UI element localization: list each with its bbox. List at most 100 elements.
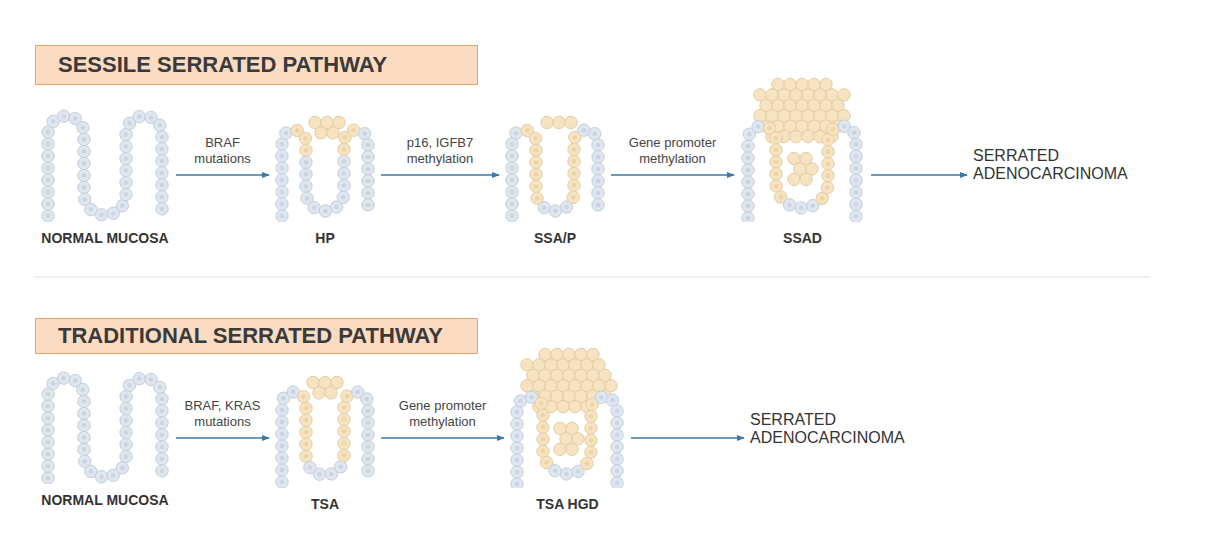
cell-nucleus [510, 190, 514, 194]
epithelial-cell [334, 461, 346, 473]
epithelial-cell [362, 175, 374, 187]
epithelial-cell [120, 188, 132, 200]
epithelial-cell [549, 465, 561, 477]
cell-nucleus [304, 418, 308, 422]
epithelial-cell [611, 417, 623, 429]
epithelial-cell [742, 164, 754, 176]
cell-nucleus [124, 394, 128, 398]
cell-nucleus [515, 458, 519, 462]
epithelial-cell [156, 155, 168, 167]
progression-arrow [611, 174, 734, 175]
epithelial-cell [120, 140, 132, 152]
epithelial-cell [362, 465, 374, 477]
dysplastic-cell [821, 181, 833, 193]
cell-nucleus [46, 452, 50, 456]
cell-nucleus [111, 473, 115, 477]
epithelial-cell [313, 468, 325, 480]
cell-nucleus [746, 180, 750, 184]
cell-nucleus [137, 114, 141, 118]
cell-layer [276, 116, 374, 222]
epithelial-cell [42, 150, 54, 162]
cell-nucleus [589, 438, 593, 442]
cell-nucleus [120, 204, 124, 208]
epithelial-cell [362, 163, 374, 175]
epithelial-cell [78, 395, 90, 407]
cell-nucleus [304, 172, 308, 176]
outcome-text: SERRATED ADENOCARCINOMA [973, 147, 1173, 183]
cell-nucleus [854, 154, 858, 158]
cell-nucleus [779, 195, 783, 199]
cell-nucleus [82, 137, 86, 141]
cell-nucleus [160, 409, 164, 413]
epithelial-cell [742, 212, 754, 222]
cell-nucleus [356, 390, 360, 394]
epithelial-cell [308, 201, 320, 213]
cell-nucleus [820, 196, 824, 200]
cell-nucleus [572, 183, 576, 187]
epithelial-cell [156, 143, 168, 155]
epithelial-cell [592, 139, 604, 151]
cell-nucleus [510, 214, 514, 218]
cell-nucleus [366, 457, 370, 461]
cell-nucleus [544, 460, 548, 464]
dysplastic-cell [567, 191, 579, 203]
cell-nucleus [280, 190, 284, 194]
epithelial-cell [338, 167, 350, 179]
cell-nucleus [746, 192, 750, 196]
epithelial-cell [742, 200, 754, 212]
epithelial-cell [506, 186, 518, 198]
arrow-label: BRAF mutations [181, 135, 264, 168]
epithelial-cell [506, 210, 518, 222]
cell-nucleus [514, 131, 518, 135]
dysplastic-cell [338, 143, 350, 155]
epithelial-cell [78, 443, 90, 455]
crypt-guide [48, 116, 162, 216]
cell-nucleus [593, 132, 597, 136]
epithelial-cell [742, 140, 754, 152]
cell-nucleus [615, 445, 619, 449]
epithelial-cell [120, 414, 132, 426]
dysplastic-cell [300, 438, 312, 450]
cell-nucleus [46, 428, 50, 432]
cell-nucleus [280, 214, 284, 218]
cell-nucleus [572, 147, 576, 151]
cell-nucleus [852, 131, 856, 135]
epithelial-cell [156, 167, 168, 179]
cell-nucleus [46, 476, 50, 480]
epithelial-cell [42, 400, 54, 412]
cell-nucleus [342, 159, 346, 163]
cell-nucleus [534, 172, 538, 176]
cell-nucleus [62, 114, 66, 118]
epithelial-cell [850, 138, 862, 150]
epithelial-cell [78, 145, 90, 157]
arrow-label: p16, IGFB7 methylation [386, 135, 494, 168]
outcome-box: SERRATED ADENOCARCINOMA [750, 411, 950, 467]
epithelial-cell [276, 210, 288, 222]
cell-nucleus [515, 482, 519, 486]
cell-nucleus [124, 442, 128, 446]
epithelial-cell [42, 424, 54, 436]
cell-nucleus [571, 195, 575, 199]
cell-nucleus [124, 430, 128, 434]
cell-nucleus [510, 178, 514, 182]
epithelial-cell [276, 440, 288, 452]
epithelial-cell [280, 127, 292, 139]
cell-nucleus [124, 406, 128, 410]
epithelial-cell [95, 471, 107, 483]
cell-nucleus [329, 472, 333, 476]
epithelial-cell [589, 128, 601, 140]
cell-nucleus [756, 124, 760, 128]
cell-nucleus [124, 144, 128, 148]
dysplastic-cell [585, 446, 597, 458]
epithelial-cell [156, 203, 168, 215]
epithelial-cell [156, 131, 168, 143]
cell-nucleus [160, 147, 164, 151]
cell-nucleus [280, 480, 284, 484]
crypt-illustration [510, 340, 625, 488]
dysplastic-cell [529, 132, 541, 144]
cell-nucleus [342, 405, 346, 409]
epithelial-cell [783, 199, 795, 211]
cell-nucleus [366, 445, 370, 449]
dysplastic-cell [537, 433, 549, 445]
epithelial-cell [611, 453, 623, 465]
